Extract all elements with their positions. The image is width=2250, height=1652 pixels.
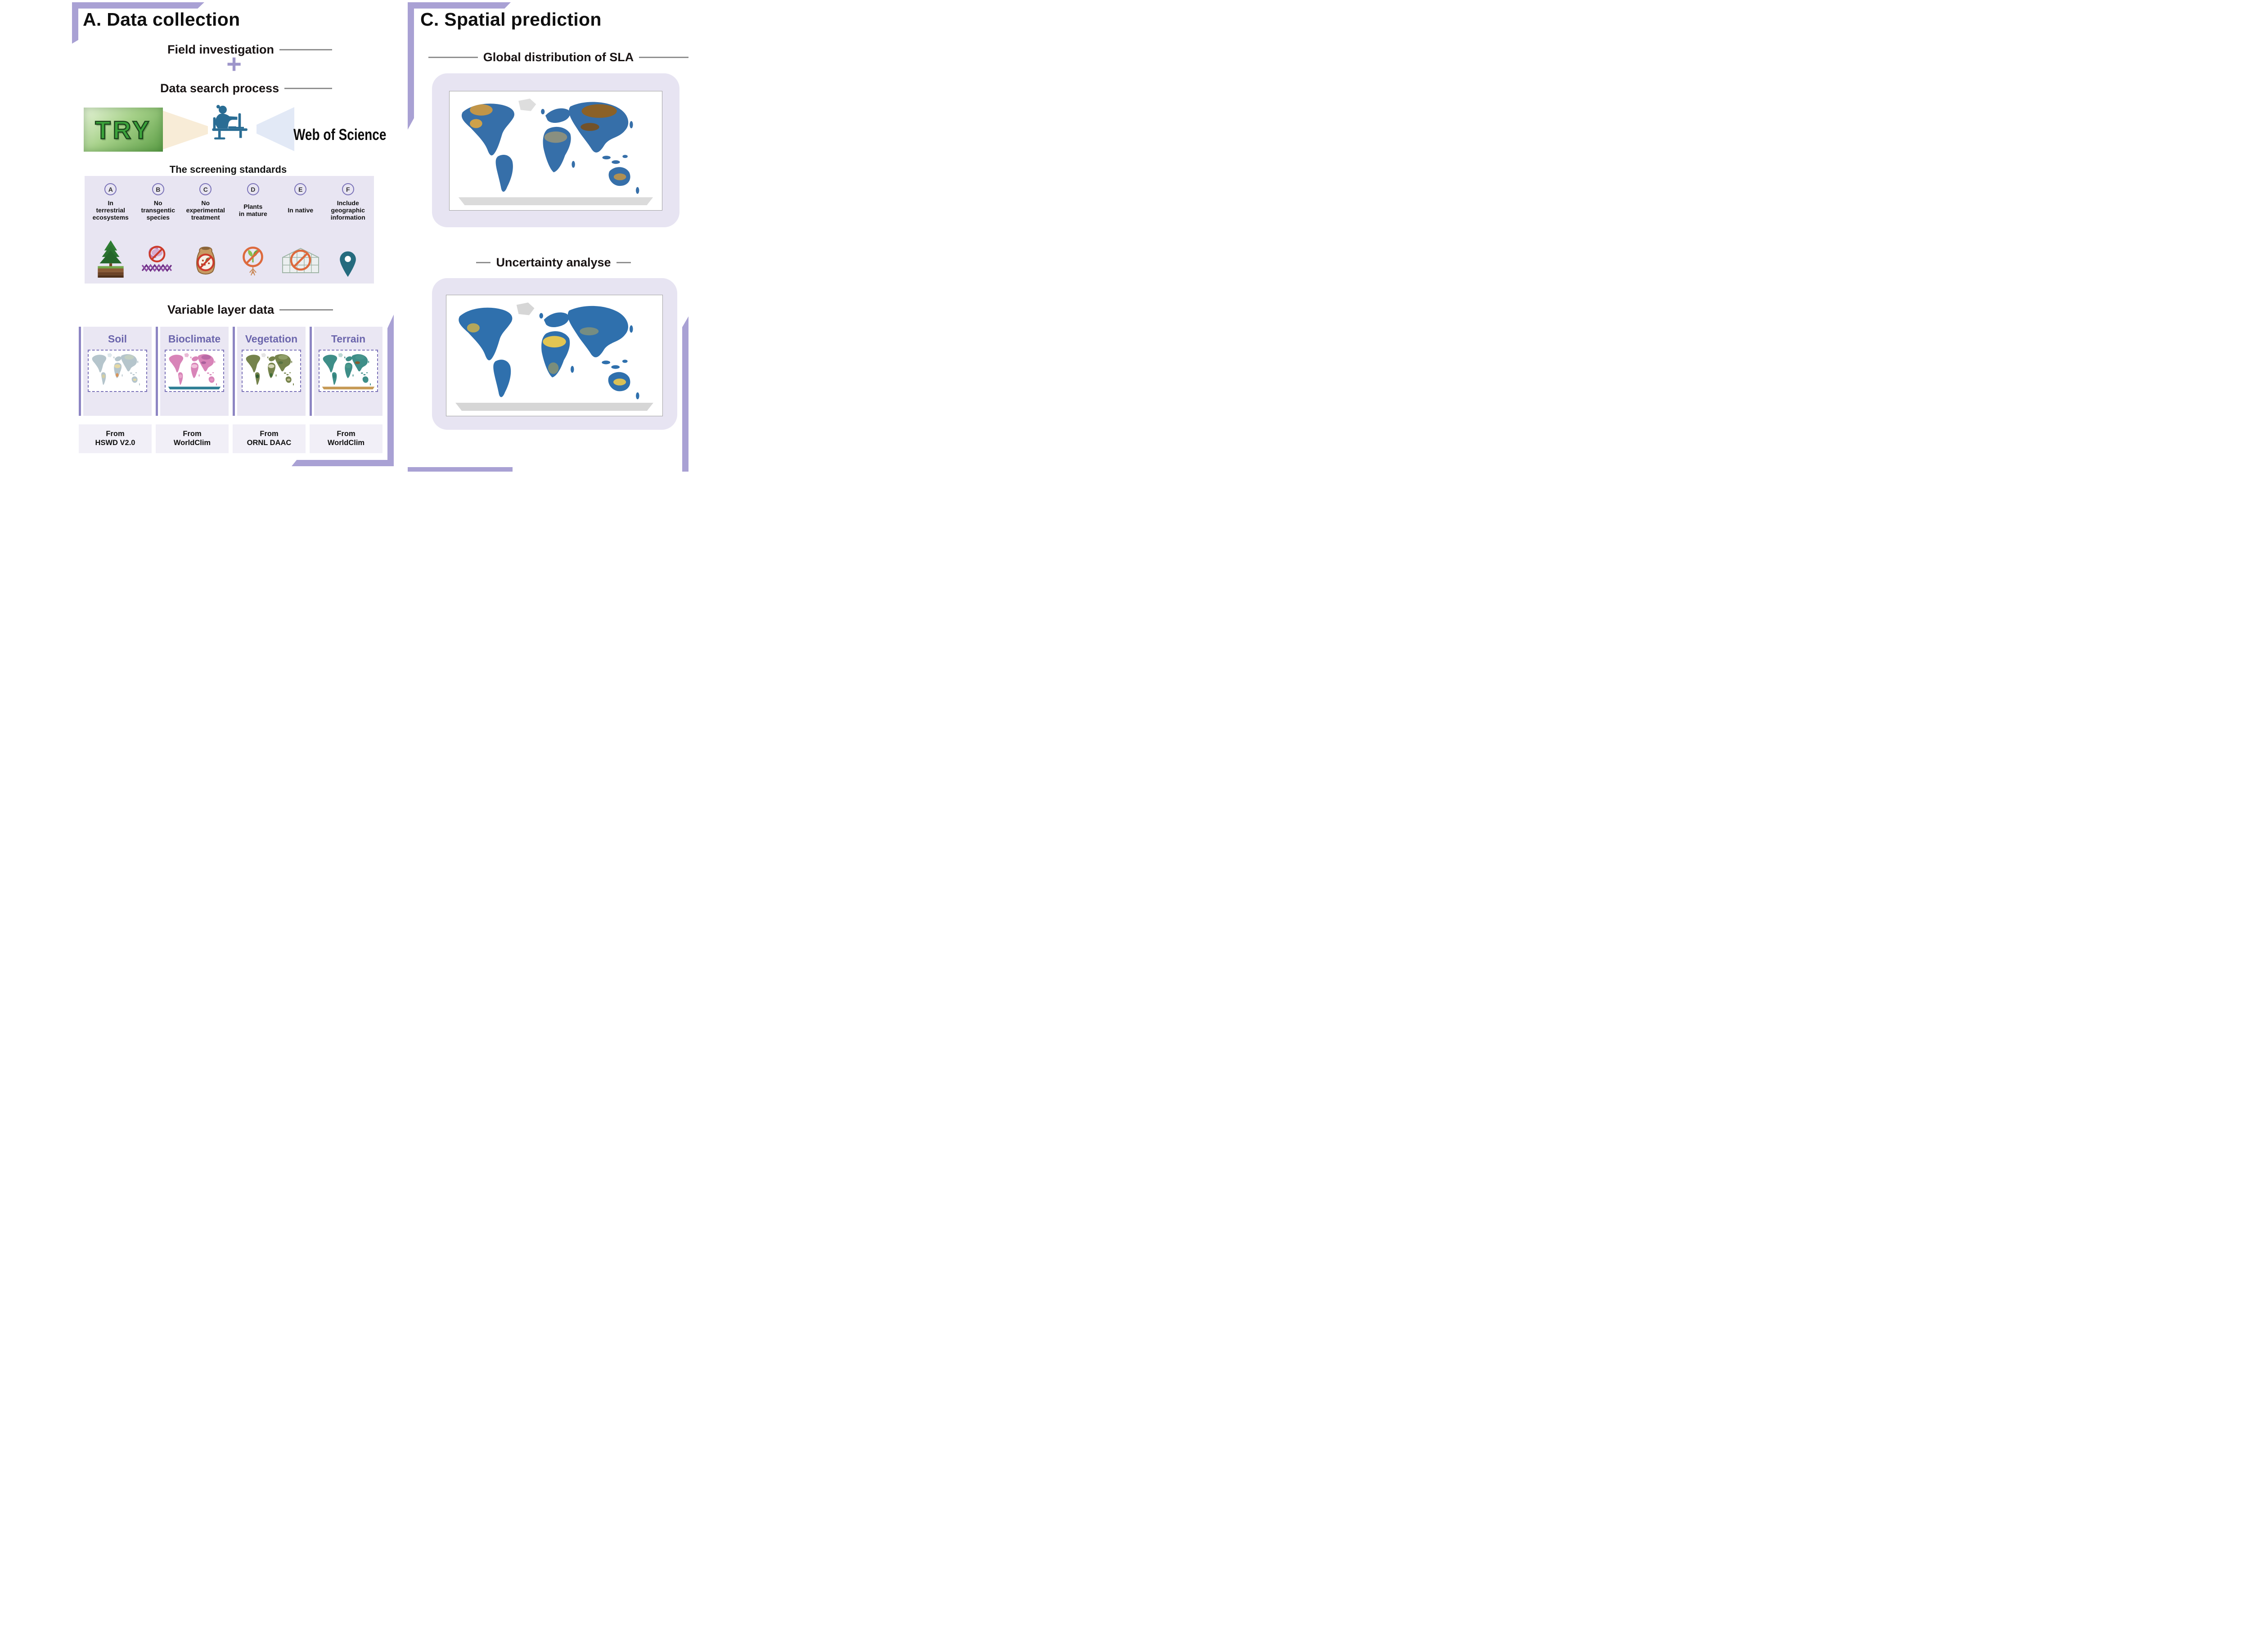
figure-canvas: A. Data collection Field investigation +… (0, 0, 707, 472)
rule-line (616, 262, 631, 263)
sla-world-map (452, 94, 659, 207)
uncertainty-heading: Uncertainty analyse (476, 256, 631, 270)
plus-icon: + (226, 50, 242, 79)
standard-label: No transgentic species (141, 199, 175, 221)
layer-title-bioclimate: Bioclimate (168, 333, 221, 345)
data-search-heading: Data search process (160, 81, 332, 95)
terrain-world-map (320, 351, 376, 390)
researcher-at-computer-icon (206, 102, 256, 153)
no-greenhouse-icon (279, 223, 322, 280)
bracket-a-left (72, 2, 78, 44)
rule-line (639, 57, 688, 58)
standard-letter-badge: A (104, 183, 117, 195)
sla-map-frame (449, 91, 662, 211)
soil-map-thumbnail (88, 350, 147, 392)
no-fertilizer-sack-icon (189, 223, 222, 280)
layer-column-soil: Soil (79, 327, 152, 416)
standard-label: In native (288, 207, 314, 214)
rule-line (428, 57, 478, 58)
bracket-c-bottom (408, 467, 513, 472)
source-label-soil: From HSWD V2.0 (79, 424, 152, 453)
try-logo-text: TRY (94, 115, 152, 144)
variable-layer-label: Variable layer data (167, 303, 274, 316)
standard-item-d: D Plants in mature (230, 183, 277, 280)
bracket-a-bottom (292, 460, 394, 466)
variable-layer-heading: Variable layer data (167, 303, 333, 317)
bracket-c-right (682, 316, 688, 472)
source-label-terrain: From WorldClim (310, 424, 382, 453)
uncertainty-map-panel (432, 278, 677, 430)
layer-title-vegetation: Vegetation (245, 333, 298, 345)
bioclimate-world-map (166, 351, 222, 390)
layer-title-soil: Soil (108, 333, 127, 345)
rule-line (284, 88, 332, 89)
column-accent-bar (233, 327, 235, 416)
screening-standards-panel: A In terrestrial ecosystems B No transge… (85, 176, 374, 284)
beam-shape-left (163, 111, 208, 149)
uncertainty-world-map (449, 298, 660, 413)
column-accent-bar (310, 327, 312, 416)
sla-map-heading: Global distribution of SLA (428, 50, 688, 64)
web-of-science-logo: Web of Science (293, 126, 387, 144)
field-investigation-label: Field investigation (167, 43, 274, 56)
no-seedling-icon (237, 223, 269, 280)
standard-label: Include geographic information (330, 199, 365, 221)
standard-letter-badge: D (247, 183, 259, 195)
screening-standards-title: The screening standards (169, 164, 287, 175)
bioclimate-map-thumbnail (165, 350, 224, 392)
bracket-a-top (72, 2, 204, 9)
field-investigation-heading: Field investigation (167, 43, 332, 57)
source-label-bioclimate: From WorldClim (156, 424, 229, 453)
uncertainty-map-frame (446, 295, 663, 416)
layer-column-bioclimate: Bioclimate (156, 327, 229, 416)
data-search-label: Data search process (160, 81, 279, 95)
beam-shape-right (256, 107, 294, 151)
standard-letter-badge: F (342, 183, 354, 195)
no-dna-icon (140, 223, 176, 280)
standard-item-c: C No experimental treatment (182, 183, 229, 280)
uncertainty-title: Uncertainty analyse (496, 256, 611, 269)
soil-world-map (90, 351, 145, 390)
standard-letter-badge: E (294, 183, 307, 195)
rule-line (476, 262, 491, 263)
standard-item-f: F Include geographic information (325, 183, 372, 280)
bracket-c-left (408, 2, 414, 130)
standard-item-b: B No transgentic species (135, 183, 182, 280)
standard-item-e: E In native (277, 183, 324, 280)
standard-label: No experimental treatment (186, 199, 225, 221)
layer-column-vegetation: Vegetation (233, 327, 306, 416)
panel-a-title: A. Data collection (83, 9, 240, 30)
standard-label: In terrestrial ecosystems (92, 199, 129, 221)
rule-line (279, 309, 333, 311)
layer-title-terrain: Terrain (331, 333, 366, 345)
layer-column-terrain: Terrain (310, 327, 382, 416)
tree-in-soil-icon (96, 223, 126, 280)
bracket-c-top (408, 2, 511, 9)
standard-letter-badge: C (199, 183, 212, 195)
vegetation-map-thumbnail (242, 350, 301, 392)
bracket-a-right (387, 315, 394, 466)
try-database-logo: TRY (84, 108, 163, 152)
standard-letter-badge: B (152, 183, 164, 195)
column-accent-bar (156, 327, 158, 416)
standard-item-a: A In terrestrial ecosystems (87, 183, 134, 280)
vegetation-world-map (243, 351, 299, 390)
rule-line (279, 49, 332, 50)
sla-map-panel (432, 73, 680, 227)
panel-c-title: C. Spatial prediction (420, 9, 602, 30)
standard-label: Plants in mature (238, 203, 267, 217)
column-accent-bar (79, 327, 81, 416)
location-pin-icon (338, 223, 357, 280)
sla-map-title: Global distribution of SLA (483, 50, 634, 64)
terrain-map-thumbnail (319, 350, 378, 392)
source-label-vegetation: From ORNL DAAC (233, 424, 306, 453)
